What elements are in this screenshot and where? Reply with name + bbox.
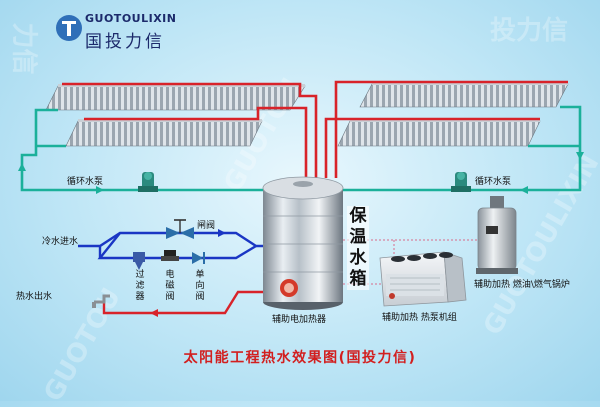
solar-collector-icon bbox=[45, 84, 306, 111]
faucet-icon bbox=[92, 294, 110, 308]
solenoid-valve-label: 电磁阀 bbox=[165, 270, 175, 302]
flow-arrow-icon bbox=[18, 152, 584, 194]
hot-outlet-label: 热水出水 bbox=[16, 292, 53, 302]
filter-label: 过滤器 bbox=[135, 270, 145, 302]
pump-right-label: 循环水泵 bbox=[475, 177, 512, 187]
hot-outlet-pipe bbox=[102, 290, 275, 315]
cold-inlet-label: 冷水进水 bbox=[42, 237, 79, 247]
logo-mark-icon bbox=[56, 15, 82, 41]
check-valve-icon bbox=[192, 252, 205, 264]
check-valve-label: 单向阀 bbox=[195, 270, 205, 302]
aux-heater-label: 辅助电加热器 bbox=[272, 315, 327, 325]
footer-title: 太阳能工程热水效果图(国投力信) bbox=[183, 350, 417, 366]
pump-icon bbox=[451, 172, 471, 192]
pump-icon bbox=[138, 172, 158, 192]
tank-icon bbox=[262, 176, 344, 310]
brand-cn-text: 国投力信 bbox=[85, 32, 165, 52]
solar-collector-icon bbox=[359, 82, 569, 108]
boiler-label: 辅助加热 燃油\燃气锅炉 bbox=[474, 280, 570, 290]
filter-icon bbox=[133, 252, 145, 270]
pump-left-label: 循环水泵 bbox=[67, 177, 104, 187]
brand-latin-text: GUOTOULIXIN bbox=[85, 12, 177, 25]
heat-pump-label: 辅助加热 热泵机组 bbox=[382, 313, 457, 323]
solenoid-valve-icon bbox=[161, 250, 179, 261]
solar-collector-icon bbox=[65, 119, 263, 147]
solar-collector-icon bbox=[337, 119, 541, 147]
heat-pump-icon bbox=[379, 251, 467, 307]
gate-valve-icon bbox=[166, 219, 194, 239]
boiler-icon bbox=[476, 196, 518, 274]
cold-water-pipe bbox=[78, 231, 282, 260]
gate-valve-label: 闸阀 bbox=[197, 221, 216, 231]
flow-arrow-icon bbox=[218, 229, 226, 237]
flow-arrow-icon bbox=[150, 309, 158, 317]
hot-pipe bbox=[62, 80, 568, 178]
tank-label: 保温水箱 bbox=[347, 206, 369, 290]
